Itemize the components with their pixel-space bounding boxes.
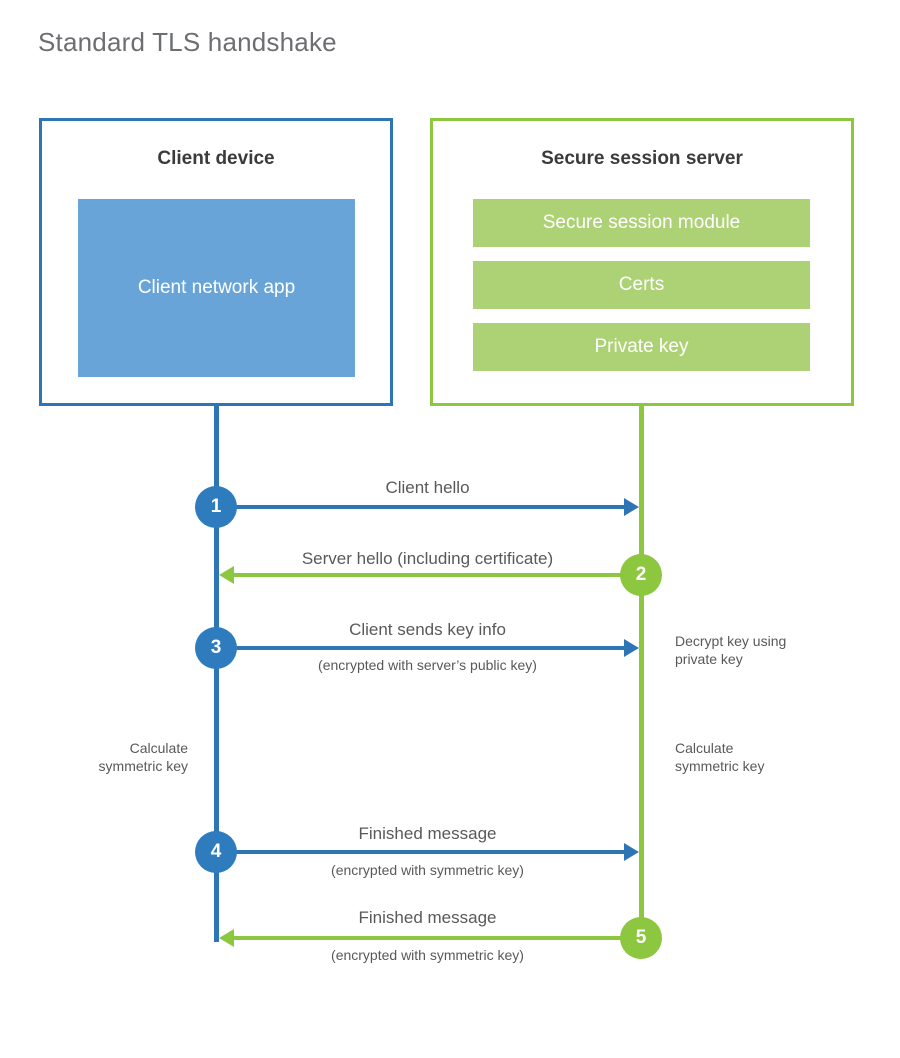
server-calc-note-line-2: symmetric key [675,758,765,775]
step-5-arrow-shaft [233,936,639,940]
client-calc-note-line-1: Calculate [129,740,188,756]
client-calculate-symmetric-key-note: Calculate symmetric key [20,739,188,775]
server-lifeline [639,405,644,942]
server-calc-note-line-1: Calculate [675,740,734,756]
step-2-arrow-shaft [233,573,639,577]
step-5-secondary-label: (encrypted with symmetric key) [331,947,524,963]
step-2-primary-label: Server hello (including certificate) [301,549,554,568]
client-calc-note-line-2: symmetric key [98,758,188,775]
step-2-arrow [219,566,639,584]
step-1-primary-label: Client hello [385,478,470,497]
step-3-arrow-head-icon [624,639,639,657]
page-title: Standard TLS handshake [38,27,337,57]
server-decrypt-note-line-2: private key [675,651,743,668]
server-calculate-symmetric-key-note: Calculate symmetric key [675,739,855,775]
step-4-arrow [219,843,639,861]
step-marker-2[interactable]: 2 [620,554,662,596]
step-5-arrow [219,929,639,947]
step-3-secondary-label: (encrypted with server’s public key) [318,657,537,673]
server-decrypt-note: Decrypt key using private key [675,632,845,668]
step-marker-5[interactable]: 5 [620,917,662,959]
server-module-secure-session: Secure session module [473,199,810,247]
secure-session-server-title: Secure session server [541,148,743,169]
client-network-app-module: Client network app [78,199,355,377]
server-module-private-key: Private key [473,323,810,371]
step-4-arrow-shaft [219,850,625,854]
step-1-arrow-shaft [219,505,625,509]
step-4-primary-label: Finished message [358,824,497,843]
step-marker-3[interactable]: 3 [195,627,237,669]
client-device-title: Client device [157,148,275,169]
server-decrypt-note-line-1: Decrypt key using [675,633,787,649]
client-lifeline [214,405,219,942]
step-5-primary-label: Finished message [358,908,497,927]
step-3-primary-label: Client sends key info [349,620,506,639]
server-module-certs: Certs [473,261,810,309]
step-3-arrow-shaft [219,646,625,650]
step-4-arrow-head-icon [624,843,639,861]
step-5-arrow-head-icon [219,929,234,947]
step-1-arrow-head-icon [624,498,639,516]
step-1-arrow [219,498,639,516]
step-marker-4[interactable]: 4 [195,831,237,873]
step-marker-1[interactable]: 1 [195,486,237,528]
client-device-box: Client device Client network app [39,118,393,406]
server-module-list: Secure session module Certs Private key [473,199,810,371]
step-3-arrow [219,639,639,657]
secure-session-server-box: Secure session server Secure session mod… [430,118,854,406]
step-2-arrow-head-icon [219,566,234,584]
step-4-secondary-label: (encrypted with symmetric key) [331,862,524,878]
